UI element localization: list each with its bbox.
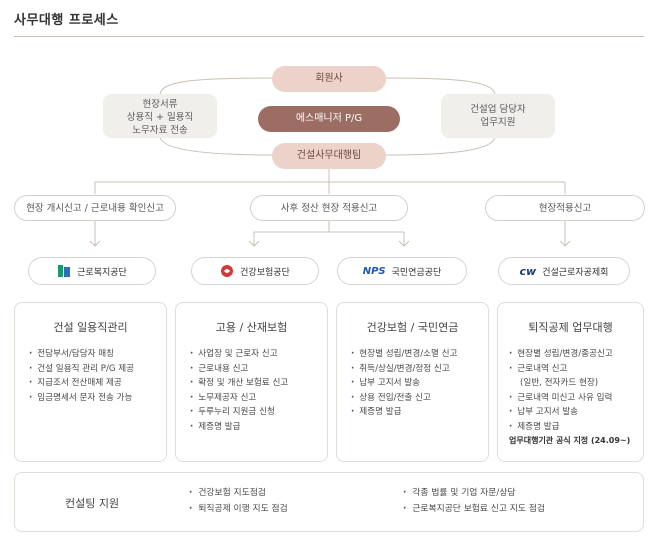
list-item: 납부 고지서 발송 <box>351 376 488 391</box>
list-item: 근로내용 신고 <box>190 362 327 377</box>
designation-note: 업무대행기관 공식 지정 (24.09~) <box>509 436 631 445</box>
card-health-pension: 건강보험 / 국민연금 현장별 성립/변경/소멸 신고 취득/상실/변경/정정 … <box>336 302 489 462</box>
card-daily-worker: 건설 일용직관리 전담부서/담당자 매칭 건설 일용직 관리 P/G 제공 지급… <box>14 302 167 462</box>
list-item: 확정 및 개산 보험료 신고 <box>190 376 327 391</box>
page-title: 사무대행 프로세스 <box>14 13 119 28</box>
team-pill: 건설사무대행팀 <box>272 143 386 169</box>
org-name: 건강보험공단 <box>240 267 290 278</box>
consulting-title: 컨설팅 지원 <box>65 497 120 510</box>
list-item: 임금명세서 문자 전송 가능 <box>29 391 166 406</box>
stage-site-apply: 현장적용신고 <box>485 195 645 221</box>
list-item: 사업장 및 근로자 신고 <box>190 347 327 362</box>
list-item: 전담부서/담당자 매칭 <box>29 347 166 362</box>
list-item: 두루누리 지원금 신청 <box>190 405 327 420</box>
support-line: 건설업 담당자 <box>470 104 526 115</box>
list-item: 건강보험 지도점검 <box>189 485 288 501</box>
list-item: 납부 고지서 발송 <box>509 405 643 420</box>
list-item: 지급조서 전산매체 제공 <box>29 376 166 391</box>
site-documents-box: 현장서류 상용직 + 일용직 노무자료 전송 <box>103 94 217 138</box>
list-item: (일반, 전자카드 현장) <box>520 378 599 388</box>
list-item: 현장별 성립/변경/소멸 신고 <box>351 347 488 362</box>
org-name: 국민연금공단 <box>391 267 442 278</box>
construction-support-box: 건설업 담당자 업무지원 <box>441 94 555 138</box>
site-documents-line: 상용직 + 일용직 <box>126 112 194 123</box>
list-item: 취득/상실/변경/정정 신고 <box>351 362 488 377</box>
nhis-logo-icon <box>221 265 234 277</box>
comwel-logo-icon <box>58 265 71 277</box>
list-item: 제증명 발급 <box>509 420 643 435</box>
card-title: 고용 / 산재보험 <box>215 321 288 334</box>
org-name: 근로복지공단 <box>77 267 127 278</box>
support-line: 업무지원 <box>480 117 516 128</box>
nps-logo-icon: NPS <box>362 265 386 277</box>
org-nps: NPS 국민연금공단 <box>337 257 467 285</box>
site-documents-line: 현장서류 <box>142 99 178 110</box>
member-company-pill: 회원사 <box>272 66 386 92</box>
list-item: 근로복지공단 보험료 신고 지도 점검 <box>403 501 545 517</box>
org-nhis: 건강보험공단 <box>191 257 319 285</box>
list-item: 상용 전입/전출 신고 <box>351 391 488 406</box>
cw-logo-icon: cw <box>519 264 537 278</box>
org-cw: cw 건설근로자공제회 <box>498 257 630 285</box>
list-item: 제증명 발급 <box>351 405 488 420</box>
card-title: 건설 일용직관리 <box>53 321 128 334</box>
stage-start-report: 현장 개시신고 / 근로내용 확인신고 <box>14 195 176 221</box>
list-item: 제증명 발급 <box>190 420 327 435</box>
list-item: 근로내역 미신고 사유 입력 <box>509 391 643 406</box>
list-item: 퇴직공제 이행 지도 점검 <box>189 501 287 517</box>
consulting-box: 컨설팅 지원 건강보험 지도점검 퇴직공제 이행 지도 점검 각종 법률 및 기… <box>14 472 644 532</box>
list-item: 현장별 성립/변경/종공신고 <box>509 347 643 362</box>
list-item: 근로내역 신고 <box>509 362 643 377</box>
card-retirement-deduction: 퇴직공제 업무대행 현장별 성립/변경/종공신고 근로내역 신고 (일반, 전자… <box>497 302 644 462</box>
list-item: 노무제공자 신고 <box>190 391 327 406</box>
list-item: 건설 일용직 관리 P/G 제공 <box>29 362 166 377</box>
title-divider <box>14 36 644 37</box>
stage-settlement-report: 사후 정산 현장 적용신고 <box>250 195 408 221</box>
card-title: 건강보험 / 국민연금 <box>366 321 459 334</box>
card-title: 퇴직공제 업무대행 <box>528 321 613 334</box>
list-item: 각종 법률 및 기업 자문/상담 <box>403 485 545 501</box>
site-documents-line: 노무자료 전송 <box>132 125 188 136</box>
program-pill: 에스매니저 P/G <box>258 106 400 132</box>
card-employment-insurance: 고용 / 산재보험 사업장 및 근로자 신고 근로내용 신고 확정 및 개산 보… <box>175 302 328 462</box>
org-comwel: 근로복지공단 <box>28 257 156 285</box>
org-name: 건설근로자공제회 <box>542 267 609 278</box>
